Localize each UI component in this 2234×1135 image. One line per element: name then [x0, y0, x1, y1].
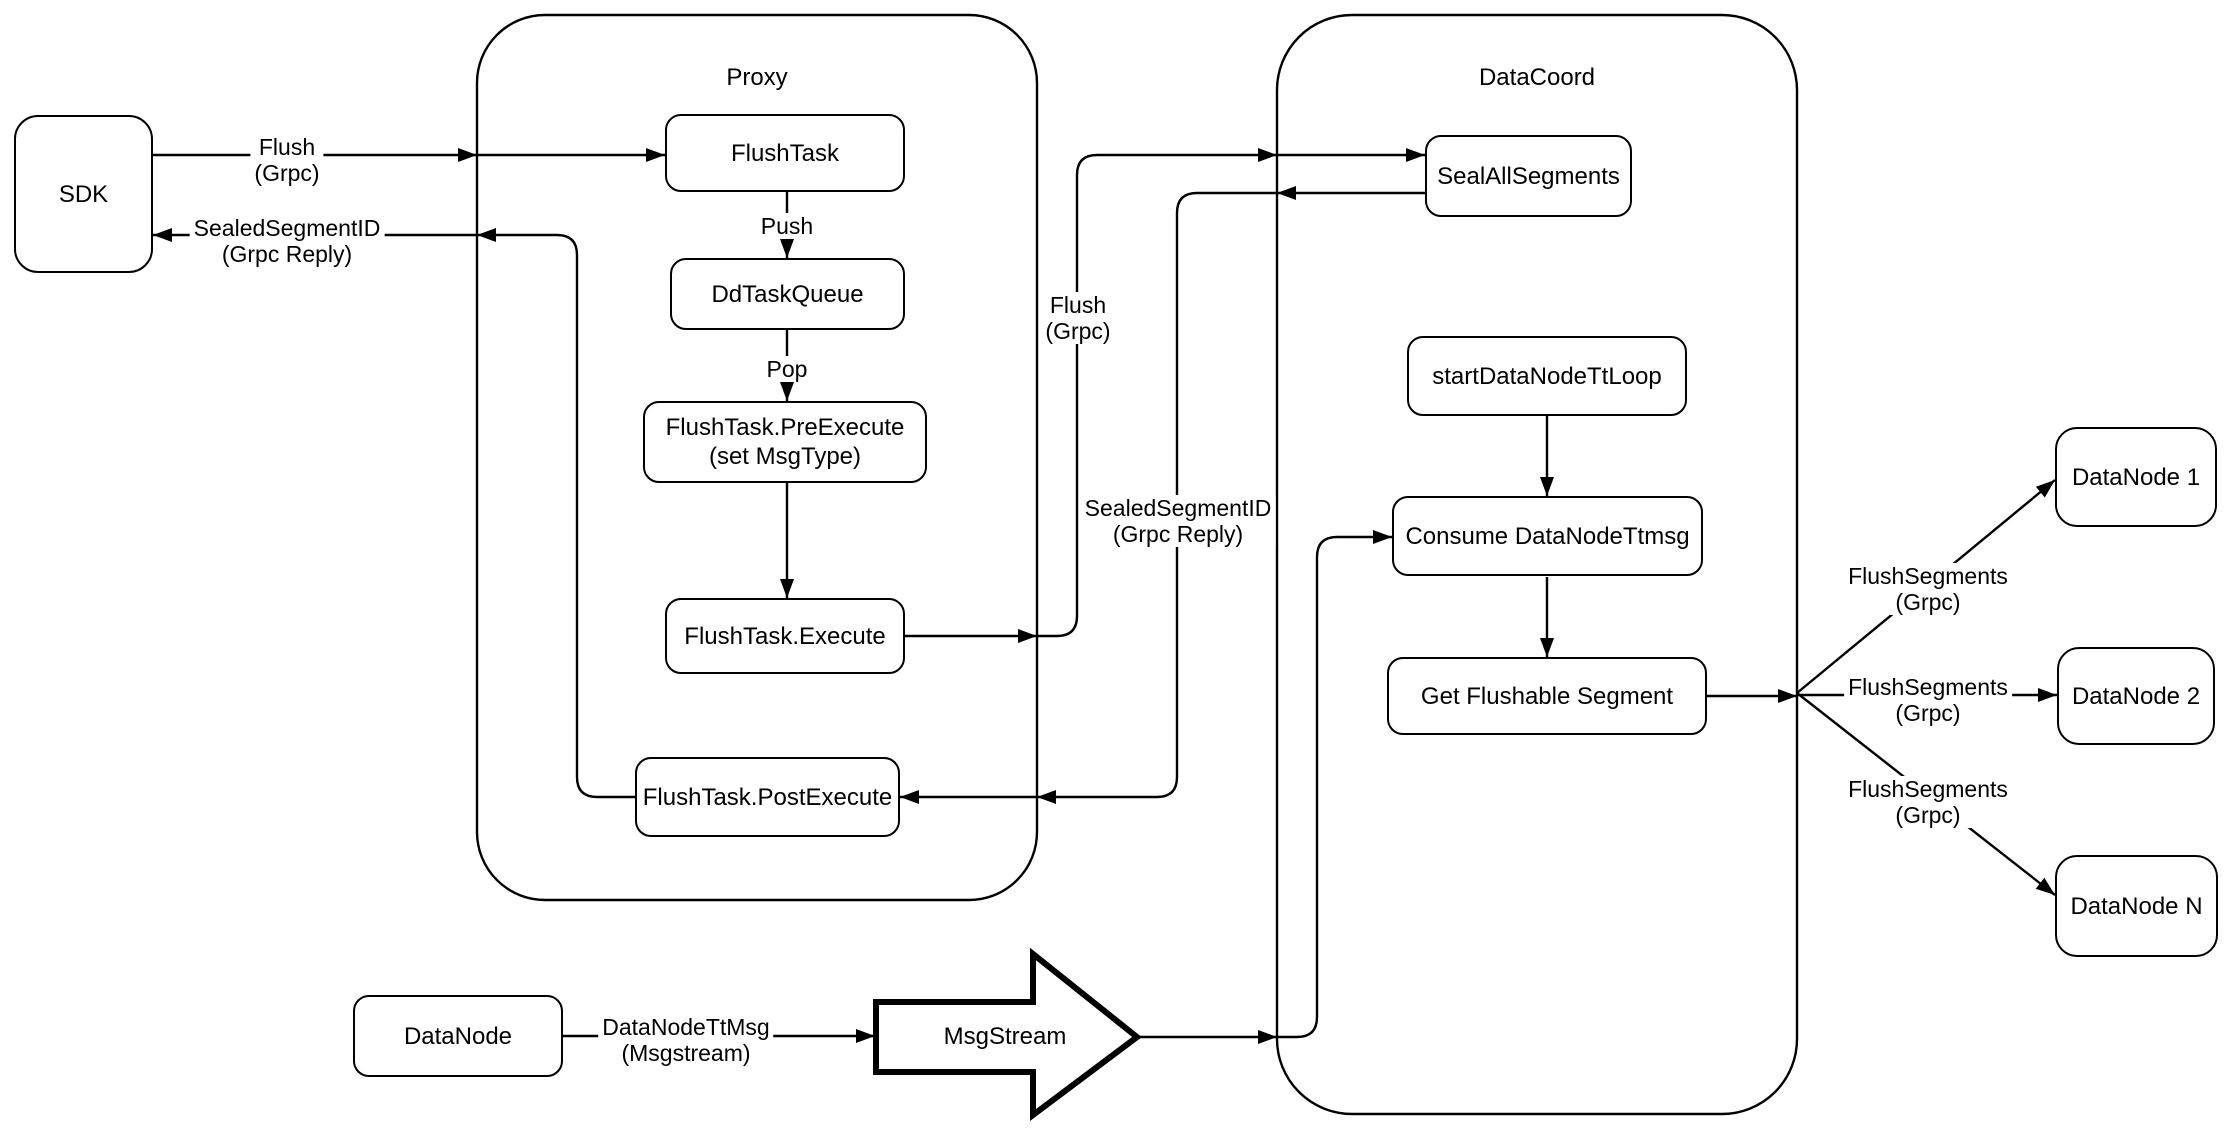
- node-datanode: DataNode: [353, 995, 563, 1077]
- edge-postexecute-to-proxy-edge: [477, 228, 635, 799]
- edge-label-flush-sdk-line1: Flush: [258, 134, 316, 160]
- edge-label-flush-sdk: Flush (Grpc): [250, 134, 324, 186]
- node-sdk: SDK: [14, 115, 153, 273]
- edge-label-pop-line1: Pop: [766, 356, 808, 382]
- edge-label-push-line1: Push: [760, 213, 814, 239]
- node-ddtaskqueue: DdTaskQueue: [670, 258, 905, 330]
- node-preexecute-sublabel: (set MsgType): [708, 443, 862, 470]
- edge-label-flushsegments-3-line2: (Grpc): [1895, 802, 1961, 828]
- edge-label-flushsegments-3: FlushSegments (Grpc): [1844, 776, 2012, 828]
- edge-label-sealed-sdk-line2: (Grpc Reply): [221, 241, 353, 267]
- node-ddtaskqueue-label: DdTaskQueue: [711, 280, 864, 308]
- node-startdatanodettloop-label: startDataNodeTtLoop: [1432, 362, 1662, 390]
- edge-label-flush-sdk-line2: (Grpc): [254, 160, 320, 186]
- edge-label-sealed-sdk: SealedSegmentID (Grpc Reply): [189, 215, 385, 267]
- node-datanode-label: DataNode: [403, 1022, 513, 1050]
- node-sdk-label: SDK: [58, 180, 109, 208]
- node-getflushablesegment: Get Flushable Segment: [1387, 657, 1707, 735]
- edge-label-flush-mid-line1: Flush: [1049, 292, 1107, 318]
- edge-label-push: Push: [756, 213, 818, 239]
- node-sealallsegments-label: SealAllSegments: [1437, 162, 1620, 190]
- node-datanode1: DataNode 1: [2055, 427, 2217, 527]
- proxy-container: [475, 13, 1039, 902]
- node-consumedatanodettmsg: Consume DataNodeTtmsg: [1392, 496, 1703, 576]
- edge-label-flush-mid-line2: (Grpc): [1045, 318, 1111, 344]
- edge-label-pop: Pop: [762, 356, 812, 382]
- node-getflushablesegment-label: Get Flushable Segment: [1420, 682, 1674, 710]
- msgstream-shape: [873, 947, 1142, 1121]
- edge-msgstream-up-to-consume: [1277, 530, 1392, 1039]
- edge-label-datanodettmsg: DataNodeTtMsg (Msgstream): [598, 1014, 774, 1066]
- edge-label-flushsegments-2: FlushSegments (Grpc): [1844, 674, 2012, 726]
- node-flushtask-label: FlushTask: [730, 139, 840, 167]
- edge-label-flushsegments-2-line1: FlushSegments: [1848, 674, 2008, 700]
- edge-label-sealed-mid-line1: SealedSegmentID: [1084, 495, 1272, 521]
- node-postexecute: FlushTask.PostExecute: [635, 757, 900, 837]
- node-consumedatanodettmsg-label: Consume DataNodeTtmsg: [1405, 522, 1690, 550]
- edge-label-sealed-sdk-line1: SealedSegmentID: [193, 215, 381, 241]
- edge-label-sealed-mid-line2: (Grpc Reply): [1112, 521, 1244, 547]
- msgstream-label: MsgStream: [943, 1023, 1067, 1050]
- node-flushtask: FlushTask: [665, 114, 905, 192]
- node-sealallsegments: SealAllSegments: [1425, 135, 1632, 217]
- proxy-title: Proxy: [726, 64, 788, 91]
- edge-label-datanodettmsg-line1: DataNodeTtMsg: [602, 1014, 770, 1040]
- node-datanode2: DataNode 2: [2057, 647, 2215, 745]
- edge-label-flushsegments-2-line2: (Grpc): [1895, 700, 1961, 726]
- datacoord-title: DataCoord: [1478, 64, 1596, 91]
- node-startdatanodettloop: startDataNodeTtLoop: [1407, 336, 1687, 416]
- edge-label-sealed-mid: SealedSegmentID (Grpc Reply): [1080, 495, 1276, 547]
- edge-label-flushsegments-1-line1: FlushSegments: [1848, 563, 2008, 589]
- edge-flush-up-to-datacoord-edge: [1037, 148, 1277, 638]
- node-execute: FlushTask.Execute: [665, 598, 905, 674]
- node-datanoden-label: DataNode N: [2070, 892, 2203, 920]
- node-postexecute-label: FlushTask.PostExecute: [642, 783, 893, 811]
- node-execute-label: FlushTask.Execute: [684, 622, 886, 650]
- edge-label-datanodettmsg-line2: (Msgstream): [621, 1040, 751, 1066]
- edge-label-flushsegments-1-line2: (Grpc): [1895, 589, 1961, 615]
- datacoord-container: [1275, 13, 1799, 1116]
- edge-label-flush-mid: Flush (Grpc): [1041, 292, 1115, 344]
- edge-label-flushsegments-1: FlushSegments (Grpc): [1844, 563, 2012, 615]
- node-datanode2-label: DataNode 2: [2071, 682, 2201, 710]
- node-datanoden: DataNode N: [2055, 855, 2218, 957]
- node-preexecute: FlushTask.PreExecute (set MsgType): [643, 401, 927, 483]
- node-datanode1-label: DataNode 1: [2071, 463, 2201, 491]
- edge-label-flushsegments-3-line1: FlushSegments: [1848, 776, 2008, 802]
- node-preexecute-label: FlushTask.PreExecute: [665, 414, 905, 441]
